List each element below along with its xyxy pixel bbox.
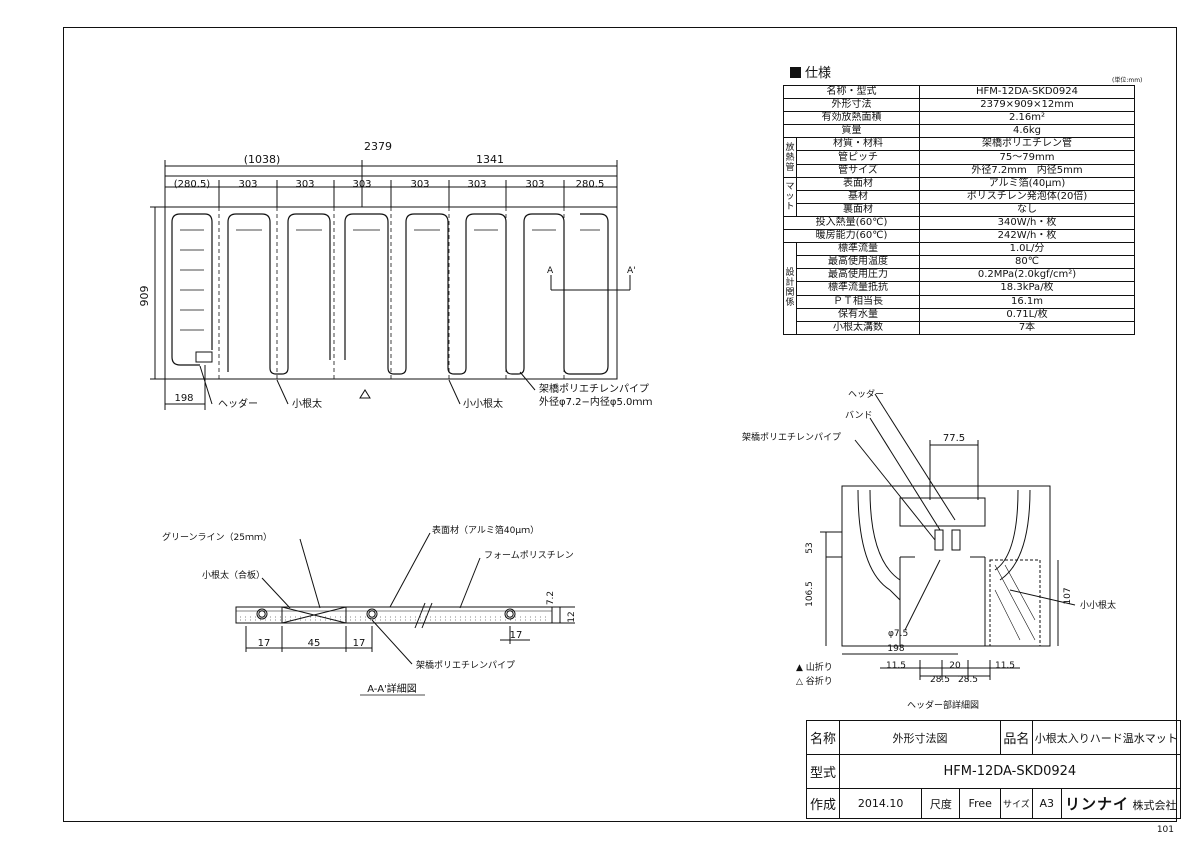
spec-row: 投入熱量(60℃)340W/h・枚 [783,215,1135,231]
pipe-loop [171,213,609,375]
section-slab [235,606,553,624]
label-green-line: グリーンライン（25ｍｍ） [162,531,272,543]
dim-45: 45 [308,638,321,649]
section-mark-a2: A' [627,266,636,276]
dim-height: 909 [138,286,151,307]
tb-company: リンナイ 株式会社 [1060,788,1181,819]
dim-7-2: 7.2 [546,591,556,605]
dim-17c: 17 [510,630,523,641]
detail-label-band: バンド [845,410,872,421]
dim-seg-4: 303 [352,179,371,190]
dim-20: 20 [949,661,961,671]
dim-seg-1: (280.5) [174,179,211,190]
dim-seg-2: 303 [238,179,257,190]
dim-seg-6: 303 [467,179,486,190]
joist-grooves [218,207,565,379]
label-section-pipe: 架橋ポリエチレンパイプ [416,659,515,671]
dim-seg-8: 280.5 [576,179,605,190]
tb-name-value: 外形寸法図 [839,720,1001,755]
dim-seg-5: 303 [410,179,429,190]
spec-row: 暖房能力(60℃)242W/h・枚 [783,229,1135,244]
drawing-frame [63,27,1177,822]
label-foam: フォームポリスチレン [484,550,574,561]
tb-model-label: 型式 [806,754,840,789]
tb-made-value: 2014.10 [838,788,923,819]
dim-53: 53 [805,542,815,553]
header-detail-body [841,485,1051,647]
legend-valley-fold: △ 谷折り [796,675,833,687]
company-suffix: 株式会社 [1132,799,1177,812]
spec-row: マット表面材アルミ箔(40μm) [783,176,1135,217]
dim-right-group: 1341 [476,153,504,166]
dim-phi-7-5: φ7.5 [888,629,908,639]
tb-scale-label: 尺度 [921,788,961,819]
tb-product-value: 小根太入りハード温水マット [1031,720,1181,755]
label-surface: 表面材（アルミ箔40μｍ） [432,524,539,536]
legend-mountain-fold: ▲ 山折り [796,661,833,673]
label-small-joist: 小根太 [292,397,322,410]
spec-heading: 仕様 [790,62,831,81]
spec-row: 管サイズ外径7.2mm 内径5mm [784,163,1135,178]
section-caption: A-A'詳細図 [367,682,417,695]
label-header: ヘッダー [218,397,258,410]
dim-28-5a: 28.5 [930,675,950,685]
tb-scale-value: Free [959,788,1001,819]
company-logo: リンナイ [1064,795,1129,813]
dim-seg-7: 303 [525,179,544,190]
dim-seg-3: 303 [295,179,314,190]
dim-left-group: (1038) [244,153,281,166]
tb-product-label: 品名 [1000,720,1033,755]
label-pipe: 架橋ポリエチレンパイプ [539,382,649,395]
tb-name-label: 名称 [806,720,840,755]
spec-row: 放熱管材質・材料架橋ポリエチレン管 [783,137,1135,178]
dim-header-offset: 198 [174,393,193,404]
tb-model-value: HFM-12DA-SKD0924 [839,754,1181,789]
dim-17a: 17 [258,638,271,649]
dim-17b: 17 [353,638,366,649]
dim-28-5b: 28.5 [958,675,978,685]
spec-row: 基材ポリスチレン発泡体(20倍) [784,189,1135,204]
dim-11-5b: 11.5 [995,661,1015,671]
label-mini-joist: 小小根太 [463,397,503,410]
title-block: 名称 外形寸法図 品名 小根太入りハード温水マット 型式 HFM-12DA-SK… [806,720,1181,819]
dim-total: 2379 [364,140,392,153]
dim-11-5a: 11.5 [886,661,906,671]
label-small-joist-plywood: 小根太（合板） [202,569,265,581]
detail-label-header: ヘッダー [848,388,884,400]
spec-unit: (単位:mm) [1112,77,1143,84]
dim-77-5: 77.5 [943,433,965,444]
tb-size-value: A3 [1031,788,1062,819]
label-pipe-size: 外径φ7.2−内径φ5.0ｍｍ [539,395,652,408]
square-bullet-icon [790,67,801,78]
page-number: 101 [1156,825,1174,835]
dim-107: 107 [1063,587,1073,604]
tb-made-label: 作成 [806,788,840,819]
header-box [195,351,213,363]
section-mark-a: A [547,266,554,276]
dim-106-5: 106.5 [805,581,815,607]
detail-caption: ヘッダー部詳細図 [907,699,979,711]
spec-row: 裏面材なし [784,202,1135,217]
dim-12: 12 [567,611,577,622]
detail-label-mini-joist: 小小根太 [1080,599,1116,611]
detail-label-pipe: 架橋ポリエチレンパイプ [742,431,841,443]
tb-size-label: サイズ [1000,788,1033,819]
dim-198: 198 [887,644,904,654]
